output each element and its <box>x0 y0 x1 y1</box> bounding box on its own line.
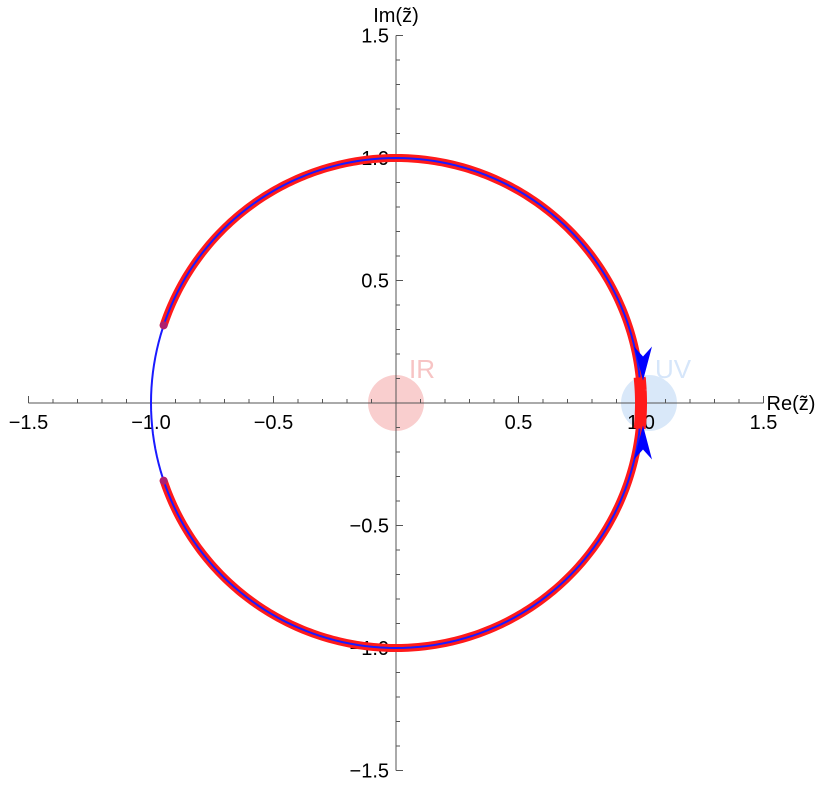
y-tick-label: −1.5 <box>350 761 389 783</box>
x-tick-label: 0.5 <box>505 412 533 434</box>
arc-endpoint <box>159 321 168 330</box>
x-tick-label: −1.5 <box>9 412 48 434</box>
x-tick-label: 1.5 <box>750 412 778 434</box>
y-tick-label: −0.5 <box>350 516 389 538</box>
uv-region-label: UV <box>655 354 692 384</box>
unit-circle-blue <box>149 156 642 650</box>
arc-endpoint <box>159 476 168 485</box>
x-tick-label: −0.5 <box>254 412 293 434</box>
ir-region-label: IR <box>409 354 435 384</box>
y-tick-label: 1.5 <box>361 26 389 48</box>
arrow-layer <box>634 346 652 460</box>
series-layer <box>149 154 647 652</box>
flow-arrow-up <box>634 425 652 460</box>
y-axis-title: Im(z̃) <box>373 5 419 27</box>
flow-arrow-down <box>634 346 652 381</box>
x-axis-title: Re(z̃) <box>767 393 816 415</box>
y-tick-label: 0.5 <box>361 271 389 293</box>
uv-red-segment <box>633 376 647 430</box>
